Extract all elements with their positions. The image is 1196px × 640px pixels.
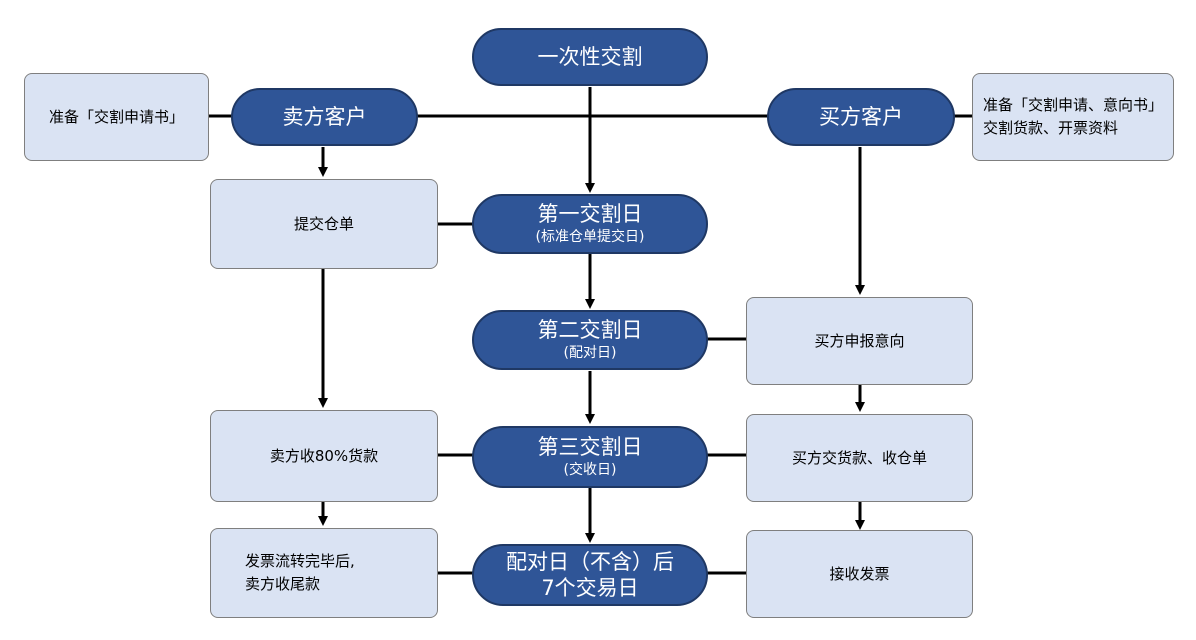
after-pairing-node: 配对日（不含）后 7个交易日 xyxy=(472,544,708,606)
delivery-day3-sub: (交收日) xyxy=(563,462,617,478)
buyer-intent-text: 买方申报意向 xyxy=(814,331,905,350)
delivery-day1-title: 第一交割日 xyxy=(537,202,643,226)
one-time-delivery-title: 一次性交割 xyxy=(537,45,643,69)
seller-prep-box: 准备「交割申请书」 xyxy=(24,73,209,161)
seller-final-line2: 卖方收尾款 xyxy=(245,575,321,593)
buyer-pay-box: 买方交货款、收仓单 xyxy=(746,414,973,502)
delivery-day2-node: 第二交割日 (配对日) xyxy=(472,310,708,370)
delivery-day1-sub: (标准仓单提交日) xyxy=(535,229,645,245)
delivery-day3-title: 第三交割日 xyxy=(537,435,643,459)
seller-final-box: 发票流转完毕后, 卖方收尾款 xyxy=(210,528,438,618)
receive-invoice-text: 接收发票 xyxy=(829,564,890,583)
buyer-client-title: 买方客户 xyxy=(819,105,903,129)
delivery-day3-node: 第三交割日 (交收日) xyxy=(472,426,708,488)
buyer-prep-line1: 准备「交割申请、意向书」 xyxy=(983,96,1164,114)
buyer-prep-line2: 交割货款、开票资料 xyxy=(983,119,1119,137)
buyer-client-node: 买方客户 xyxy=(767,88,955,146)
submit-receipt-text: 提交仓单 xyxy=(293,214,354,233)
seller-80-box: 卖方收80%货款 xyxy=(210,410,438,502)
after-pairing-line2: 7个交易日 xyxy=(541,576,639,600)
buyer-intent-box: 买方申报意向 xyxy=(746,297,973,385)
seller-final-line1: 发票流转完毕后, xyxy=(245,552,355,570)
after-pairing-line1: 配对日（不含）后 xyxy=(506,550,674,574)
receive-invoice-box: 接收发票 xyxy=(746,530,973,618)
buyer-pay-text: 买方交货款、收仓单 xyxy=(791,448,927,467)
seller-prep-text: 准备「交割申请书」 xyxy=(48,107,184,126)
delivery-day2-sub: (配对日) xyxy=(563,345,617,361)
seller-client-title: 卖方客户 xyxy=(282,105,367,129)
seller-80-text: 卖方收80%货款 xyxy=(269,446,379,465)
delivery-day1-node: 第一交割日 (标准仓单提交日) xyxy=(472,194,708,254)
seller-client-node: 卖方客户 xyxy=(231,88,418,146)
submit-receipt-box: 提交仓单 xyxy=(210,179,438,269)
one-time-delivery-node: 一次性交割 xyxy=(472,28,708,86)
delivery-day2-title: 第二交割日 xyxy=(537,318,643,342)
buyer-prep-box: 准备「交割申请、意向书」 交割货款、开票资料 xyxy=(972,73,1174,161)
